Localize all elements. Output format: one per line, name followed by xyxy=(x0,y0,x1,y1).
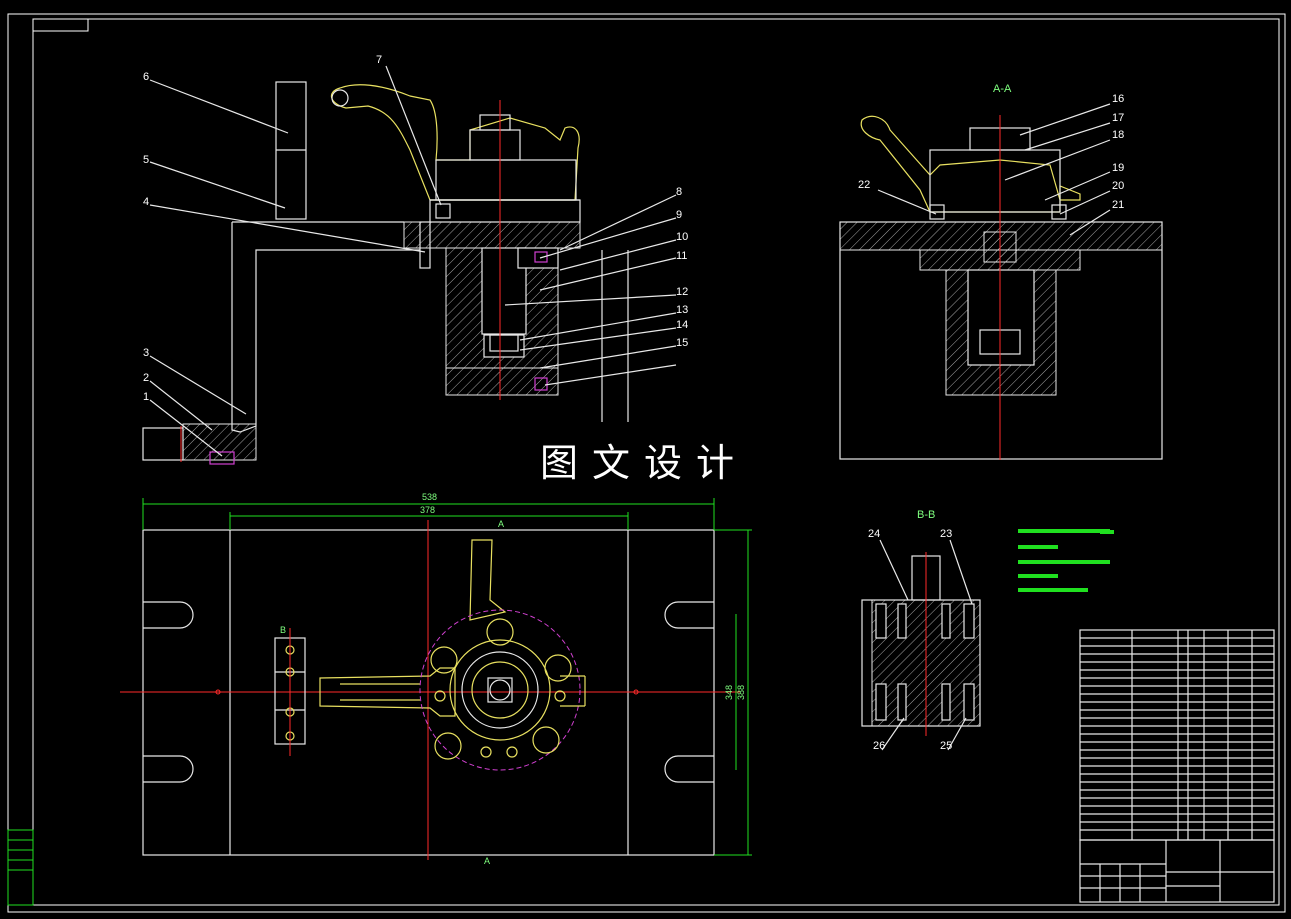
dim-overall-width: 538 xyxy=(422,492,437,502)
section-mark-a-top: A xyxy=(498,519,504,529)
corner-box xyxy=(32,18,89,32)
leader-label-17: 17 xyxy=(1112,112,1124,124)
leader-label-16: 16 xyxy=(1112,93,1124,105)
parts-list xyxy=(1079,629,1275,841)
section-mark-b: B xyxy=(280,625,286,635)
front-leaders xyxy=(149,65,677,457)
leader-label-21: 21 xyxy=(1112,199,1124,211)
sheet-outer-border xyxy=(7,13,1286,913)
section-bb-title: B-B xyxy=(917,509,935,521)
leader-label-2: 2 xyxy=(143,372,149,384)
leader-label-19: 19 xyxy=(1112,162,1124,174)
technical-notes xyxy=(1018,529,1114,592)
leader-label-14: 14 xyxy=(676,319,688,331)
sheet-inner-border xyxy=(32,18,1280,906)
front-view xyxy=(142,81,629,465)
watermark: 图文设计 xyxy=(540,441,748,485)
leader-label-24: 24 xyxy=(868,528,880,540)
aa-leader-labels: 16 17 18 19 20 21 22 xyxy=(858,93,1124,211)
leader-label-4: 4 xyxy=(143,196,149,208)
leader-label-13: 13 xyxy=(676,304,688,316)
section-mark-a-bottom: A xyxy=(484,856,490,866)
dim-inner-width: 378 xyxy=(420,505,435,515)
leader-label-20: 20 xyxy=(1112,180,1124,192)
title-block xyxy=(1079,839,1275,903)
leader-label-1: 1 xyxy=(143,391,149,403)
leader-label-25: 25 xyxy=(940,740,952,752)
section-aa-view: A-A xyxy=(839,83,1163,460)
leader-label-26: 26 xyxy=(873,740,885,752)
leader-label-22: 22 xyxy=(858,179,870,191)
front-leader-labels: 6 5 4 3 2 1 7 8 9 10 11 12 13 14 15 xyxy=(143,54,688,403)
leader-label-11: 11 xyxy=(676,250,687,262)
leader-label-15: 15 xyxy=(676,337,688,349)
bb-leader-labels: 24 23 26 25 xyxy=(868,528,952,752)
section-bb-view: B-B xyxy=(861,509,981,751)
aa-leaders xyxy=(877,103,1111,236)
leader-label-18: 18 xyxy=(1112,129,1124,141)
dim-overall-height: 388 xyxy=(736,685,746,700)
leader-label-9: 9 xyxy=(676,209,682,221)
leader-label-23: 23 xyxy=(940,528,952,540)
dim-inner-height: 348 xyxy=(724,685,734,700)
leader-label-8: 8 xyxy=(676,186,682,198)
leader-label-5: 5 xyxy=(143,154,149,166)
top-view xyxy=(120,520,740,860)
dimensions: 538 378 388 348 A A B xyxy=(142,492,752,866)
left-margin-block xyxy=(7,829,34,906)
leader-label-12: 12 xyxy=(676,286,688,298)
leader-label-7: 7 xyxy=(376,54,382,66)
leader-label-10: 10 xyxy=(676,231,688,243)
leader-label-3: 3 xyxy=(143,347,149,359)
section-aa-title: A-A xyxy=(993,83,1012,95)
leader-label-6: 6 xyxy=(143,71,149,83)
